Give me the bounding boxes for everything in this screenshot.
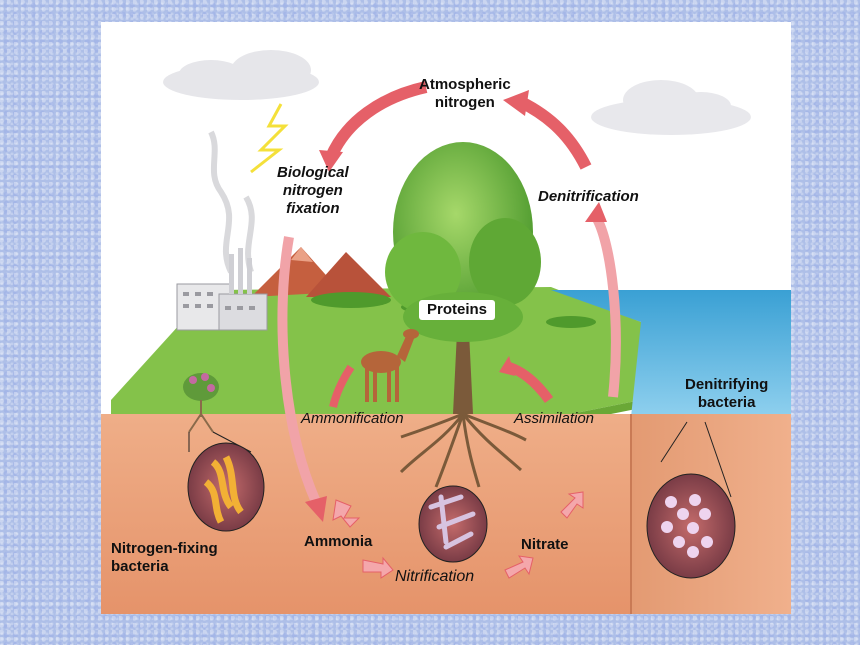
arrow-to-atmosphere (518, 96, 592, 170)
label-nitrogen-fixing-bacteria: Nitrogen-fixing bacteria (111, 540, 218, 576)
mountains (251, 247, 391, 297)
nitrogen-cycle-diagram: Atmospheric nitrogen Biological nitrogen… (101, 22, 791, 614)
denitrifying-bacteria-closeup (646, 421, 736, 579)
label-db-line2: bacteria (697, 394, 756, 411)
nitrifying-bacteria-closeup (418, 485, 488, 563)
label-fixation-line1: Biological (277, 164, 349, 181)
label-nitrification: Nitrification (395, 568, 475, 585)
cloud-right (591, 80, 751, 135)
arrow-nitrification-steps (332, 491, 584, 579)
label-atmospheric-nitrogen: Atmospheric nitrogen (419, 76, 511, 112)
label-denitrification: Denitrification (538, 188, 639, 205)
label-db-line1: Denitrifying (685, 376, 769, 393)
arrow-ammonification (329, 364, 355, 408)
label-nfb-line1: Nitrogen-fixing (111, 540, 218, 557)
label-atmospheric-line2: nitrogen (434, 94, 495, 111)
lightning-icon (250, 103, 289, 174)
label-nitrate: Nitrate (521, 536, 569, 553)
tree-roots (399, 412, 527, 488)
legume-plant (183, 373, 219, 433)
cloud-left (163, 50, 319, 100)
label-assimilation: Assimilation (514, 410, 595, 427)
nitrogen-fixing-bacteria-closeup (187, 431, 265, 532)
arrow-denitrification (591, 214, 621, 398)
arrow-to-fixation (325, 81, 428, 160)
sea-water (551, 290, 791, 417)
label-biological-fixation: Biological nitrogen fixation (277, 164, 349, 218)
factory-smoke (208, 130, 255, 274)
label-fixation-line3: fixation (286, 200, 340, 217)
label-ammonia: Ammonia (304, 533, 373, 550)
label-denitrifying-bacteria: Denitrifying bacteria (685, 376, 768, 412)
arrow-fixation-to-ammonia (277, 236, 321, 505)
label-proteins: Proteins (419, 300, 496, 320)
factory-icon (176, 248, 268, 331)
scene-illustration (101, 50, 791, 614)
soil-front (101, 414, 631, 614)
label-atmospheric-line1: Atmospheric (419, 76, 511, 93)
label-nfb-line2: bacteria (111, 558, 169, 575)
label-ammonification: Ammonification (301, 410, 404, 427)
tree-icon (385, 142, 541, 414)
label-fixation-line2: nitrogen (282, 182, 343, 199)
deer-icon (361, 329, 419, 402)
